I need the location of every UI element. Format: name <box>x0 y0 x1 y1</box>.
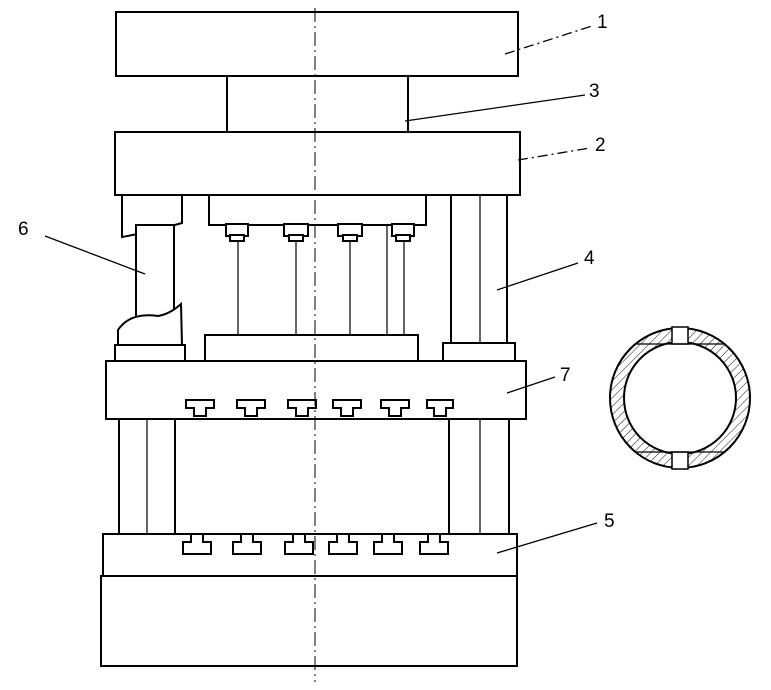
label-7: 7 <box>560 365 571 386</box>
left-column-base <box>114 344 186 362</box>
label-2: 2 <box>595 135 606 156</box>
right-column-base <box>442 342 516 362</box>
tube-cross-section <box>609 326 751 470</box>
main-cylinder <box>226 75 409 133</box>
left-column-sleeve <box>117 301 184 346</box>
slide-bolts <box>225 223 415 242</box>
lower-right-column <box>448 418 510 535</box>
base-t-slots <box>182 533 449 555</box>
label-6: 6 <box>18 219 29 240</box>
upper-crosshead <box>114 131 521 196</box>
label-5: 5 <box>604 511 615 532</box>
right-column <box>450 194 508 346</box>
label-3: 3 <box>589 81 600 102</box>
foundation <box>100 575 518 667</box>
slide-block <box>208 194 427 226</box>
label-4: 4 <box>584 248 595 269</box>
label-1: 1 <box>597 12 608 33</box>
sliding-table <box>105 360 527 420</box>
sliding-table-t-slots <box>185 399 454 417</box>
top-plate <box>115 11 519 77</box>
upper-die-plate <box>204 334 419 362</box>
